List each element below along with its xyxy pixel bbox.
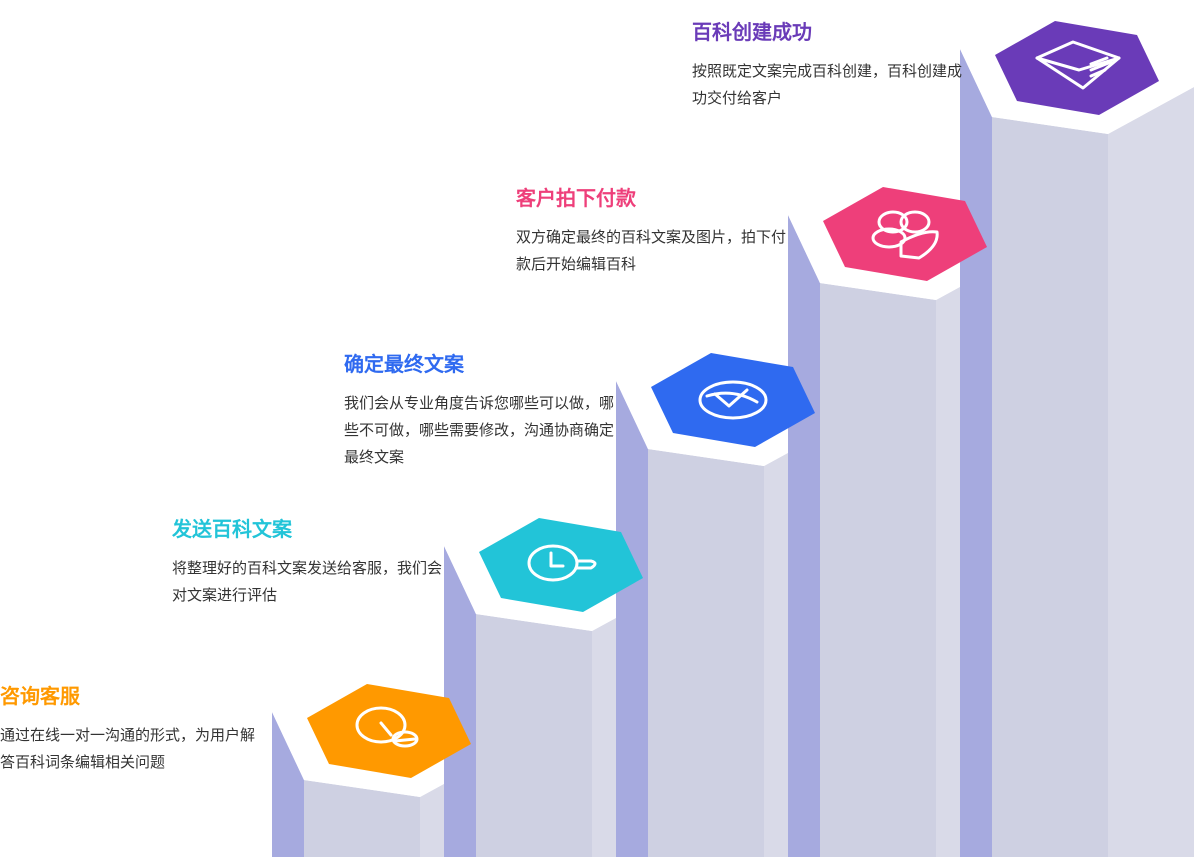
- step-3-desc: 我们会从专业角度告诉您哪些可以做，哪些不可做，哪些需要修改，沟通协商确定最终文案: [344, 394, 615, 466]
- step-1-text: 咨询客服 通过在线一对一沟通的形式，为用户解答百科词条编辑相关问题: [0, 684, 260, 776]
- envelope-icon: [1035, 40, 1121, 90]
- step-4-text: 客户拍下付款 双方确定最终的百科文案及图片，拍下付款后开始编辑百科: [516, 186, 786, 278]
- step-5-title: 百科创建成功: [692, 20, 812, 44]
- step-1-desc: 通过在线一对一沟通的形式，为用户解答百科词条编辑相关问题: [0, 726, 256, 771]
- step-4-hexagon: [823, 187, 987, 281]
- step-3-text: 确定最终文案 我们会从专业角度告诉您哪些可以做，哪些不可做，哪些需要修改，沟通协…: [344, 352, 614, 471]
- step-2-title: 发送百科文案: [172, 517, 292, 541]
- step-5-pillar: [960, 2, 1194, 857]
- step-5-desc: 按照既定文案完成百科创建，百科创建成功交付给客户: [692, 62, 963, 107]
- step-5-hexagon: [995, 21, 1159, 115]
- step-1-hexagon: [307, 684, 471, 778]
- step-5-text: 百科创建成功 按照既定文案完成百科创建，百科创建成功交付给客户: [692, 20, 962, 112]
- lightbulb-icon: [355, 706, 419, 748]
- clock-icon: [527, 544, 597, 582]
- step-2-text: 发送百科文案 将整理好的百科文案发送给客服，我们会对文案进行评估: [172, 517, 442, 609]
- step-2-hexagon: [479, 518, 643, 612]
- step-4-title: 客户拍下付款: [516, 186, 636, 210]
- step-4-desc: 双方确定最终的百科文案及图片，拍下付款后开始编辑百科: [516, 228, 787, 273]
- users-icon: [871, 210, 939, 260]
- step-3-title: 确定最终文案: [344, 352, 464, 376]
- step-1-title: 咨询客服: [0, 684, 80, 708]
- step-3-hexagon: [651, 353, 815, 447]
- step-2-desc: 将整理好的百科文案发送给客服，我们会对文案进行评估: [172, 559, 443, 604]
- check-chat-icon: [698, 380, 768, 420]
